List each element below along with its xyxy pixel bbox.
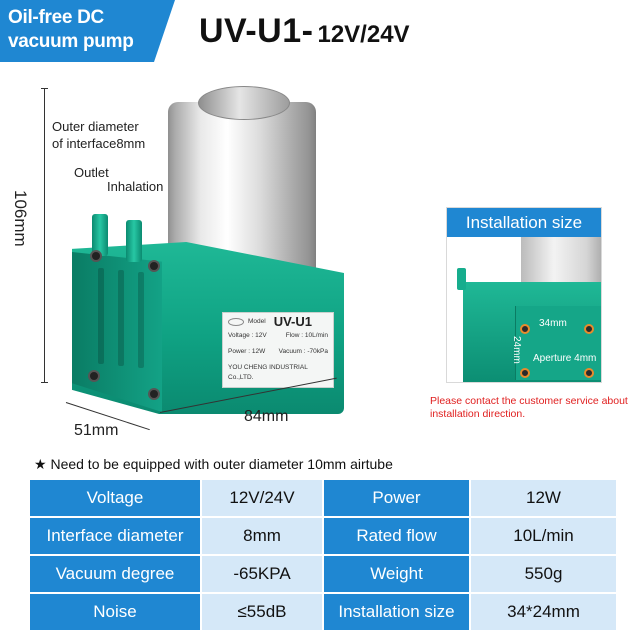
model-heading: UV-U1- 12V/24V [175,0,475,62]
label-flow: Flow : 10L/min [285,332,328,339]
pump-side [72,252,162,412]
outlet-note: Outlet [74,165,109,180]
airtube-requirement: ★ Need to be equipped with outer diamete… [34,456,393,473]
screw-icon [88,370,100,382]
outer-diameter-note-line2: of interface8mm [52,136,146,151]
depth-dimension-label: 51mm [74,422,119,439]
installation-size-panel: Installation size 34mm 24mm Aperture 4mm [446,207,602,383]
mount-hole-icon [520,368,530,378]
maker-logo-icon [228,318,244,326]
requirement-text: Need to be equipped with outer diameter … [50,456,393,472]
product-illustration: 106mm Outer diameter of interface8mm Out… [0,70,420,450]
installation-width-label: 34mm [539,318,567,329]
spec-value: -65KPA [202,556,322,592]
spec-value: 550g [471,556,616,592]
model-voltage: 12V/24V [317,21,410,48]
screw-icon [148,388,160,400]
label-maker: YOU CHENG INDUSTRIAL Co.,LTD. [228,364,308,381]
inhalation-nozzle [126,220,142,262]
cooling-fin [138,272,144,368]
title-line-1: Oil-free DC [8,7,104,28]
installation-mount-plate [515,306,601,380]
screw-icon [148,260,160,272]
spec-key: Voltage [30,480,200,516]
installation-title: Installation size [447,208,601,237]
motor-cap [198,86,290,120]
spec-key: Vacuum degree [30,556,200,592]
title-line-2: vacuum pump [8,31,134,52]
spec-key: Rated flow [324,518,469,554]
height-dimension-line [41,88,48,383]
label-power: Power : 12W [228,348,266,355]
spec-key: Interface diameter [30,518,200,554]
screw-icon [90,250,102,262]
spec-key: Installation size [324,594,469,630]
outer-diameter-note: Outer diameter of interface8mm [52,118,145,152]
installation-height-label: 24mm [511,336,522,364]
model-name: UV-U1- [199,11,314,50]
inhalation-note: Inhalation [107,179,164,194]
label-voltage: Voltage : 12V [228,332,267,339]
label-vacuum: Vacuum : -70kPa [278,348,328,355]
mount-hole-icon [584,368,594,378]
star-icon: ★ [34,456,47,472]
product-label-plate: Model UV-U1 Voltage : 12V Flow : 10L/min… [222,312,334,388]
cooling-fin [98,268,104,364]
spec-key: Power [324,480,469,516]
width-dimension-label: 84mm [244,408,289,425]
outlet-nozzle [92,214,108,256]
spec-value: 10L/min [471,518,616,554]
spec-value: 12W [471,480,616,516]
aperture-label: Aperture 4mm [533,353,597,364]
label-model: UV-U1 [273,314,313,329]
height-dimension-label: 106mm [11,190,30,247]
mount-hole-icon [584,324,594,334]
label-model-prefix: Model [248,318,266,325]
spec-key: Weight [324,556,469,592]
cooling-fin [118,270,124,366]
installation-contact-note: Please contact the customer service abou… [430,395,628,420]
header-banner: Oil-free DC vacuum pump [0,0,175,62]
spec-key: Noise [30,594,200,630]
spec-value: 8mm [202,518,322,554]
installation-nozzle [457,268,466,290]
mount-hole-icon [520,324,530,334]
spec-table: Voltage 12V/24V Power 12W Interface diam… [30,480,616,630]
outer-diameter-note-line1: Outer diameter [52,119,139,134]
spec-value: ≤55dB [202,594,322,630]
spec-value: 34*24mm [471,594,616,630]
spec-value: 12V/24V [202,480,322,516]
